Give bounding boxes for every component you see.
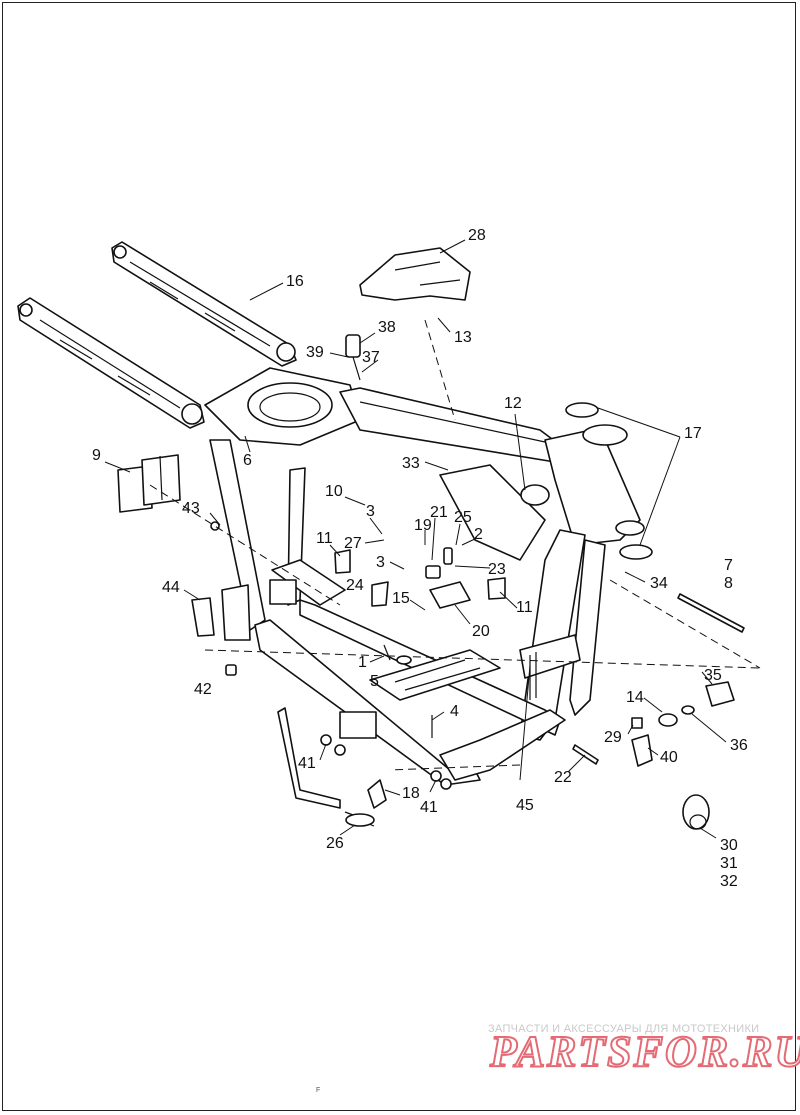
callout-31: 31 [720, 855, 738, 872]
callout-5: 5 [370, 673, 379, 690]
callout-34: 34 [650, 575, 668, 592]
callout-38: 38 [378, 319, 396, 336]
callout-26: 26 [326, 835, 344, 852]
callout-14: 14 [626, 689, 644, 706]
callout-27: 27 [344, 535, 362, 552]
callout-22: 22 [554, 769, 572, 786]
callout-35: 35 [704, 667, 722, 684]
callout-12: 12 [504, 395, 522, 412]
callout-32: 32 [720, 873, 738, 890]
callout-19: 19 [414, 517, 432, 534]
callout-41b: 41 [420, 799, 438, 816]
callout-20: 20 [472, 623, 490, 640]
callout-17: 17 [684, 425, 702, 442]
callout-30: 30 [720, 837, 738, 854]
callout-42: 42 [194, 681, 212, 698]
main-frame-part-45 [204, 367, 645, 786]
callout-33: 33 [402, 455, 420, 472]
callout-9: 9 [92, 447, 101, 464]
callout-23: 23 [488, 561, 506, 578]
callout-40: 40 [660, 749, 678, 766]
callout-25: 25 [454, 509, 472, 526]
callout-6: 6 [243, 452, 252, 469]
callout-36: 36 [730, 737, 748, 754]
footer-mark: F [316, 1087, 320, 1094]
callout-45: 45 [516, 797, 534, 814]
watermark: ЗАПЧАСТИ И АКСЕССУАРЫ ДЛЯ МОТОТЕХНИКИ PA… [488, 1023, 800, 1077]
callout-4: 4 [450, 703, 459, 720]
callout-7: 7 [724, 557, 733, 574]
leader-lines [104, 239, 727, 839]
callout-21: 21 [430, 504, 448, 521]
callout-labels: 28 16 38 13 39 37 12 17 9 6 33 10 43 3 2… [92, 227, 748, 890]
callout-3b: 3 [376, 554, 385, 571]
callout-3a: 3 [366, 503, 375, 520]
callout-15: 15 [392, 590, 410, 607]
dashed-assembly-lines [149, 319, 761, 771]
callout-29: 29 [604, 729, 622, 746]
watermark-logo: PARTSFOR.RU [489, 1027, 800, 1076]
callout-16: 16 [286, 273, 304, 290]
callout-1: 1 [358, 654, 367, 671]
callout-24: 24 [346, 577, 364, 594]
callout-43: 43 [182, 500, 200, 517]
callout-39: 39 [306, 344, 324, 361]
callout-28: 28 [468, 227, 486, 244]
callout-44: 44 [162, 579, 180, 596]
callout-8: 8 [724, 575, 733, 592]
swingarm-part-16 [17, 241, 297, 429]
callout-10: 10 [325, 483, 343, 500]
callout-18: 18 [402, 785, 420, 802]
callout-41a: 41 [298, 755, 316, 772]
callout-13: 13 [454, 329, 472, 346]
small-parts [117, 247, 745, 830]
watermark-tagline: ЗАПЧАСТИ И АКСЕССУАРЫ ДЛЯ МОТОТЕХНИКИ [488, 1023, 759, 1035]
callout-11b: 11 [516, 599, 533, 616]
callout-2: 2 [474, 526, 483, 543]
callout-37: 37 [362, 349, 380, 366]
callout-11a: 11 [316, 530, 333, 547]
